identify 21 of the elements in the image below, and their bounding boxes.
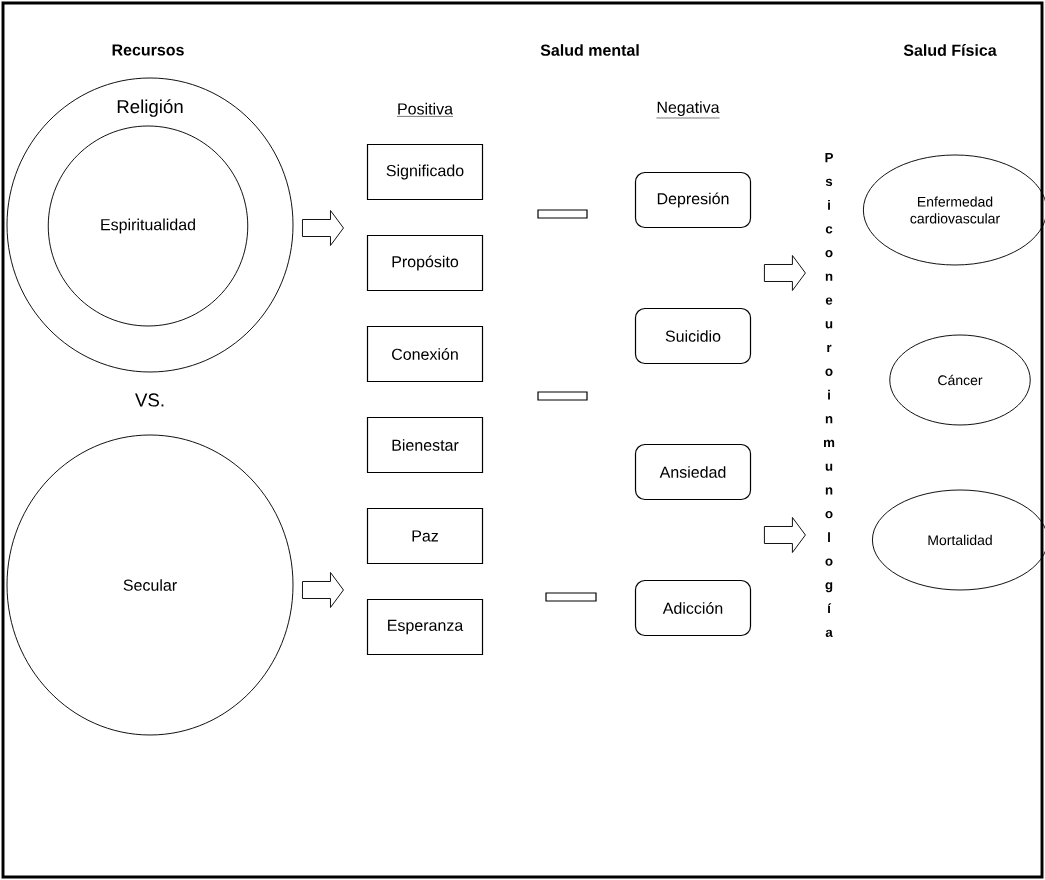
box: Bienestar (366, 416, 484, 474)
rounded-box: Ansiedad (634, 443, 752, 501)
block-arrow (763, 517, 806, 553)
heading: Recursos (112, 44, 184, 56)
block-arrow (302, 210, 344, 246)
box: Conexión (366, 325, 484, 383)
box: Esperanza (366, 598, 484, 656)
box: Propósito (366, 234, 484, 292)
versus-label: VS. (135, 393, 164, 407)
rounded-box: Depresión (634, 171, 752, 229)
column-heading: Negativa (656, 101, 720, 119)
box: Significado (366, 143, 484, 201)
column-heading: Positiva (396, 102, 454, 117)
rounded-box: Suicidio (634, 307, 752, 365)
rounded-box: Adicción (634, 579, 752, 637)
block-arrow (302, 572, 344, 608)
heading: Salud mental (540, 44, 639, 56)
vertical-text: Psiconeuroinmunología (823, 153, 835, 637)
heading: Salud Física (903, 44, 997, 56)
block-arrow (763, 255, 806, 291)
box: Paz (366, 507, 484, 565)
